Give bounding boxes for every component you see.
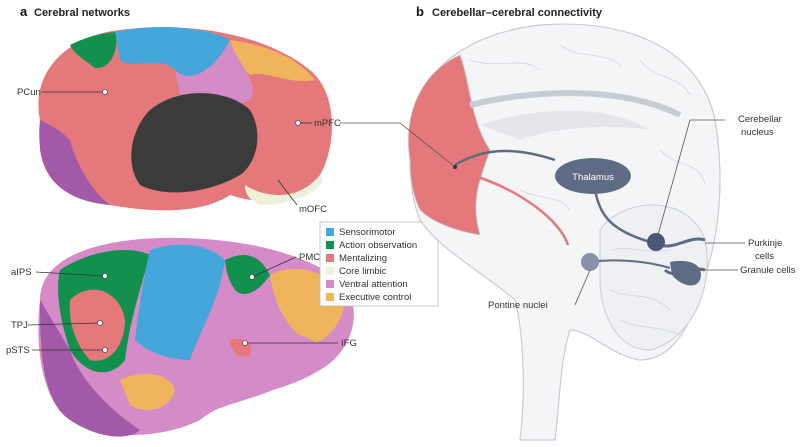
label-cerebellar-nucleus-2: nucleus [741, 127, 774, 138]
label-aips: aIPS [11, 267, 32, 278]
thalamus [555, 158, 631, 194]
legend-label: Mentalizing [339, 253, 387, 264]
label-granule-cells: Granule cells [740, 265, 796, 276]
label-mofc: mOFC [299, 204, 327, 215]
label-ifg: IFG [341, 338, 357, 349]
label-purkinje-cells: Purkinje [748, 238, 782, 249]
granule-cells [670, 260, 701, 286]
panel-b-title: Cerebellar–cerebral connectivity [432, 7, 603, 19]
sagittal-brain [408, 23, 721, 441]
legend-swatch-ventral-attention [326, 280, 334, 288]
legend-label: Executive control [339, 292, 411, 303]
legend-label: Ventral attention [339, 279, 408, 290]
legend-swatch-action-observation [326, 241, 334, 249]
medial-brain [38, 26, 332, 211]
lateral-brain [38, 237, 354, 437]
label-psts: pSTS [6, 345, 30, 356]
panel-b-letter: b [416, 4, 424, 19]
label-tpj: TPJ [11, 320, 28, 331]
label-pmc: PMC [299, 252, 320, 263]
legend-label: Sensorimotor [339, 227, 396, 238]
label-pcun: PCun [17, 87, 41, 98]
panel-a-dots [97, 89, 301, 353]
panel-a-title: Cerebral networks [34, 7, 130, 19]
legend-swatch-core-limbic [326, 267, 334, 275]
legend-swatch-sensorimotor [326, 228, 334, 236]
label-mpfc: mPFC [314, 118, 341, 129]
pontine-nuclei [581, 253, 599, 271]
label-purkinje-cells-2: cells [755, 251, 774, 262]
legend-label: Action observation [339, 240, 417, 251]
legend-label: Core limbic [339, 266, 387, 277]
label-cerebellar-nucleus: Cerebellar [738, 114, 782, 125]
legend: Sensorimotor Action observation Mentaliz… [319, 221, 439, 307]
panel-b-leaders [340, 119, 745, 306]
label-thalamus: Thalamus [572, 172, 614, 183]
panel-a-letter: a [20, 4, 28, 19]
panel-a-leaders [27, 91, 338, 351]
legend-swatch-mentalizing [326, 254, 334, 262]
legend-swatch-executive-control [326, 293, 334, 301]
label-pontine-nuclei: Pontine nuclei [488, 300, 548, 311]
